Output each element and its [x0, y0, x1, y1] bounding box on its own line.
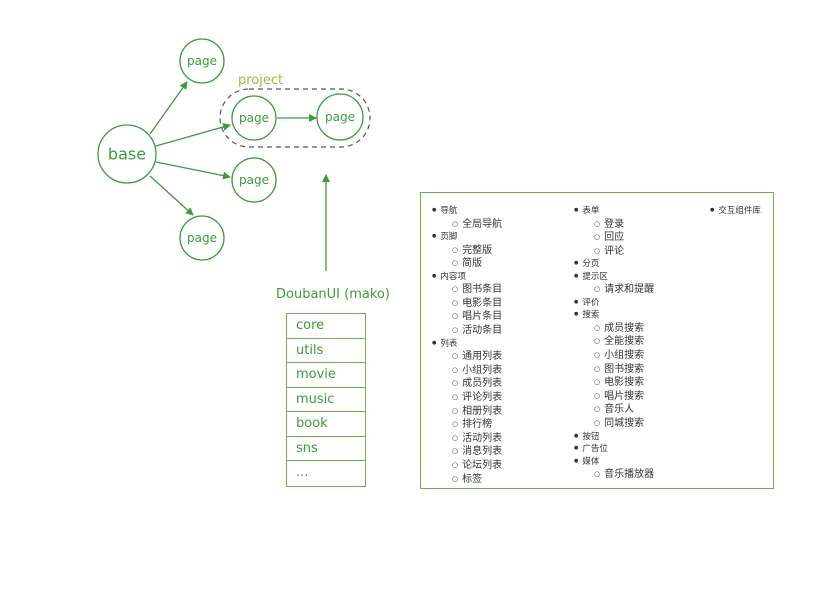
component-group-list: 导航全局导航页脚完整版简版内容项图书条目电影条目唱片条目活动条目列表通用列表小组… [432, 205, 502, 486]
component-sublist: 图书条目电影条目唱片条目活动条目 [432, 283, 502, 337]
component-sublist: 音乐播放器 [574, 468, 654, 482]
component-column: 导航全局导航页脚完整版简版内容项图书条目电影条目唱片条目活动条目列表通用列表小组… [432, 205, 502, 486]
component-group-label: 页脚 [432, 231, 502, 244]
component-item: 通用列表 [452, 350, 502, 364]
component-group: 导航全局导航 [432, 205, 502, 231]
edge-base-page5 [149, 175, 194, 216]
component-group-label: 表单 [574, 205, 654, 218]
base-node-label: base [108, 145, 146, 164]
page-node-label: page [325, 110, 355, 124]
component-item: 评论列表 [452, 391, 502, 405]
component-item: 相册列表 [452, 405, 502, 419]
component-item: 请求和提醒 [594, 283, 654, 297]
component-item: 电影搜索 [594, 376, 654, 390]
component-item: 成员搜索 [594, 322, 654, 336]
component-sublist: 请求和提醒 [574, 283, 654, 297]
project-container [219, 88, 371, 148]
stack-item: movie [287, 363, 365, 388]
component-item: 小组搜索 [594, 349, 654, 363]
component-group: 按钮 [574, 431, 654, 444]
page-node-label: page [239, 111, 269, 125]
edge-base-page2 [155, 123, 231, 147]
stack-item: core [287, 314, 365, 339]
component-item: 全能搜索 [594, 335, 654, 349]
component-group: 广告位 [574, 443, 654, 456]
component-item: 图书搜索 [594, 363, 654, 377]
component-group-label: 提示区 [574, 271, 654, 284]
component-item: 登录 [594, 218, 654, 232]
component-group-label: 内容项 [432, 271, 502, 284]
component-group-label: 搜索 [574, 309, 654, 322]
component-item: 小组列表 [452, 364, 502, 378]
component-group: 列表通用列表小组列表成员列表评论列表相册列表排行榜活动列表消息列表论坛列表标签 [432, 338, 502, 486]
component-group-label: 分页 [574, 258, 654, 271]
stack-item: book [287, 412, 365, 437]
edge-base-page4 [155, 161, 231, 180]
component-group-list: 表单登录回应评论分页提示区请求和提醒评价搜索成员搜索全能搜索小组搜索图书搜索电影… [574, 205, 654, 482]
component-group-label: 媒体 [574, 456, 654, 469]
stack-item: sns [287, 437, 365, 461]
component-item: 活动列表 [452, 432, 502, 446]
page-node-label: page [187, 54, 217, 68]
component-item: 排行榜 [452, 418, 502, 432]
page-node: page [316, 93, 364, 141]
page-node: page [179, 38, 225, 84]
component-sublist: 全局导航 [432, 218, 502, 232]
component-group-label: 按钮 [574, 431, 654, 444]
component-group: 内容项图书条目电影条目唱片条目活动条目 [432, 271, 502, 338]
edge-base-page1 [149, 81, 188, 135]
component-group-list: 交互组件库 [710, 205, 761, 218]
module-stack: core utils movie music book sns ... [286, 313, 366, 487]
component-sublist: 成员搜索全能搜索小组搜索图书搜索电影搜索唱片搜索音乐人同城搜索 [574, 322, 654, 431]
component-item: 评论 [594, 245, 654, 259]
stack-item: ... [296, 465, 309, 480]
component-item: 同城搜索 [594, 417, 654, 431]
component-item: 唱片搜索 [594, 390, 654, 404]
component-column: 交互组件库 [710, 205, 761, 218]
component-item: 音乐播放器 [594, 468, 654, 482]
component-list-panel: 导航全局导航页脚完整版简版内容项图书条目电影条目唱片条目活动条目列表通用列表小组… [420, 192, 774, 489]
base-node: base [97, 124, 157, 184]
component-sublist: 完整版简版 [432, 244, 502, 271]
component-item: 音乐人 [594, 403, 654, 417]
stack-title: DoubanUI (mako) [276, 287, 390, 302]
component-group-label: 交互组件库 [710, 205, 761, 218]
component-group: 页脚完整版简版 [432, 231, 502, 271]
component-group: 提示区请求和提醒 [574, 271, 654, 297]
component-group-label: 列表 [432, 338, 502, 351]
component-item: 消息列表 [452, 445, 502, 459]
component-item: 论坛列表 [452, 459, 502, 473]
component-group-label: 评价 [574, 297, 654, 310]
project-label: project [238, 73, 283, 88]
page-node-label: page [239, 173, 269, 187]
component-group: 分页 [574, 258, 654, 271]
component-item: 标签 [452, 473, 502, 487]
component-item: 完整版 [452, 244, 502, 258]
component-item: 成员列表 [452, 377, 502, 391]
component-column: 表单登录回应评论分页提示区请求和提醒评价搜索成员搜索全能搜索小组搜索图书搜索电影… [574, 205, 654, 482]
page-node-label: page [187, 231, 217, 245]
component-item: 回应 [594, 231, 654, 245]
component-group-label: 导航 [432, 205, 502, 218]
page-node: page [231, 95, 277, 141]
component-item: 唱片条目 [452, 310, 502, 324]
component-group: 媒体音乐播放器 [574, 456, 654, 482]
component-sublist: 登录回应评论 [574, 218, 654, 259]
component-item: 简版 [452, 257, 502, 271]
stack-item: utils [287, 339, 365, 363]
component-item: 电影条目 [452, 297, 502, 311]
component-group: 搜索成员搜索全能搜索小组搜索图书搜索电影搜索唱片搜索音乐人同城搜索 [574, 309, 654, 430]
component-group: 表单登录回应评论 [574, 205, 654, 258]
component-item: 活动条目 [452, 324, 502, 338]
component-item: 全局导航 [452, 218, 502, 232]
component-group: 交互组件库 [710, 205, 761, 218]
component-sublist: 通用列表小组列表成员列表评论列表相册列表排行榜活动列表消息列表论坛列表标签 [432, 350, 502, 486]
component-group: 评价 [574, 297, 654, 310]
page-node: page [179, 215, 225, 261]
component-item: 图书条目 [452, 283, 502, 297]
page-node: page [231, 157, 277, 203]
component-group-label: 广告位 [574, 443, 654, 456]
stack-item: music [287, 388, 365, 412]
